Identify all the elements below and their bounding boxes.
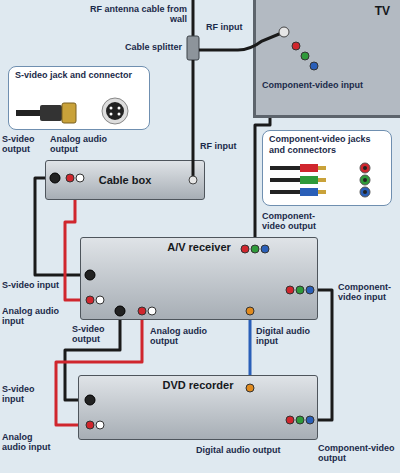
s-video-jack — [85, 395, 95, 405]
component-jack — [292, 42, 300, 50]
s-video-plug-shell — [62, 103, 76, 123]
audio-jack — [96, 421, 104, 429]
node-text: Component-video jacks and connectors — [269, 134, 385, 156]
audio-jack — [86, 296, 94, 304]
component-jack — [286, 286, 294, 294]
port-label: RF antenna cable from wall — [85, 4, 187, 25]
port-label: Cable splitter — [118, 42, 182, 52]
av-cable — [249, 320, 252, 375]
node-text: DVD recorder — [163, 379, 234, 391]
digital-jack — [246, 307, 254, 315]
port-label: Component-video input — [262, 80, 372, 90]
port-label: S-video output — [2, 134, 44, 155]
port-label: Component-video output — [318, 443, 396, 464]
port-label: S-video input — [2, 280, 60, 290]
node-text: A/V receiver — [167, 241, 231, 253]
port-label: Analog audio input — [2, 432, 52, 453]
audio-jack — [138, 307, 146, 315]
port-label: Component-video output — [262, 211, 332, 232]
rf-cable — [199, 32, 284, 50]
component-jack — [306, 286, 314, 294]
av-cable — [318, 290, 332, 420]
av-receiver: A/V receiver — [80, 237, 318, 320]
cable-splitter — [187, 36, 199, 60]
s-video-jack-face — [106, 102, 124, 120]
pin — [110, 113, 113, 116]
rf-jack — [279, 27, 289, 37]
component-jack — [296, 416, 304, 424]
av-cable — [65, 200, 80, 300]
digital-jack — [246, 384, 254, 392]
tv-set: TV — [253, 0, 400, 118]
port-label: RF input — [206, 22, 252, 32]
pin — [118, 113, 121, 116]
port-label: Analog audio output — [150, 326, 210, 347]
component-jack — [296, 286, 304, 294]
port-label: Digital audio input — [256, 326, 318, 347]
node-text: TV — [375, 4, 390, 18]
port-label: S-video input — [2, 384, 52, 405]
audio-jack — [148, 307, 156, 315]
component-jack — [306, 416, 314, 424]
audio-jack — [96, 296, 104, 304]
dvd-recorder: DVD recorder — [78, 375, 318, 440]
component-jack — [286, 416, 294, 424]
component-jacks — [360, 163, 370, 197]
component-jack — [251, 245, 259, 253]
audio-jack — [76, 174, 84, 182]
component-jack — [261, 245, 269, 253]
s-video-cable — [16, 110, 40, 116]
component-connectors — [270, 164, 326, 196]
node-text: S-video jack and connector — [15, 70, 132, 81]
s-video-jack — [85, 270, 95, 280]
component-jack — [241, 245, 249, 253]
rf-cable — [192, 60, 195, 180]
port-label: Analog audio input — [2, 306, 60, 327]
port-label: Digital audio output — [196, 445, 300, 455]
port-label: Analog audio output — [50, 134, 122, 155]
node-text: Cable box — [99, 174, 152, 186]
rf-jack — [189, 176, 197, 184]
component-jack — [301, 52, 309, 60]
s-video-jack — [50, 173, 60, 183]
component-jack — [310, 62, 318, 70]
s-video-jack — [115, 306, 125, 316]
inset-box: S-video jack and connector — [8, 66, 150, 130]
s-video-plug — [40, 105, 62, 121]
audio-jack — [66, 174, 74, 182]
pin — [110, 107, 113, 110]
pin — [118, 107, 121, 110]
antenna-cable — [192, 0, 195, 36]
port-label: S-video output — [72, 324, 116, 345]
port-label: Component-video input — [338, 282, 398, 303]
audio-jack — [86, 421, 94, 429]
port-label: RF input — [200, 141, 248, 151]
s-video-jack — [102, 98, 128, 124]
